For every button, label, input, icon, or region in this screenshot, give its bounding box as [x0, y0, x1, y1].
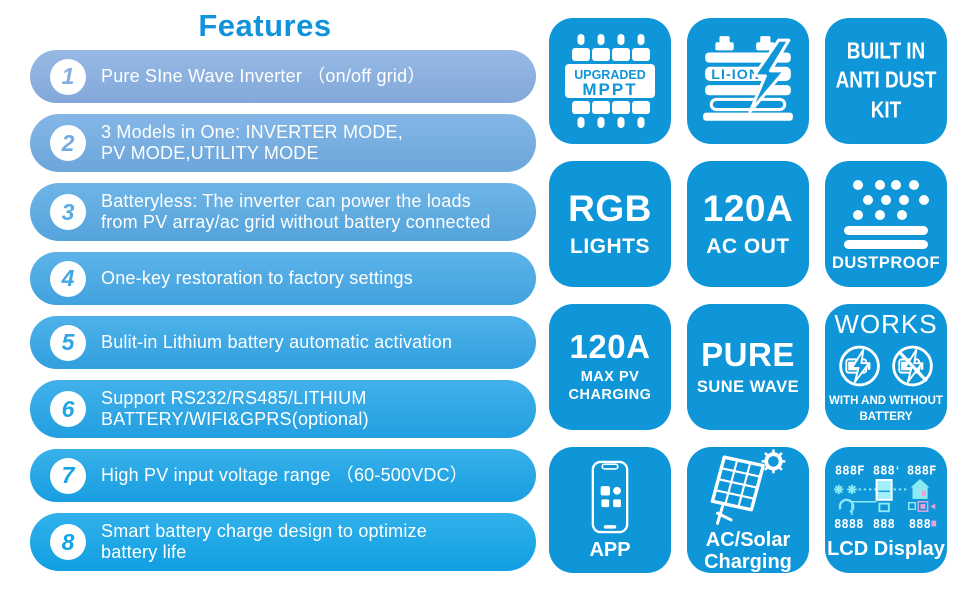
- tile-ac-solar-charging: AC/Solar Charging: [687, 447, 809, 573]
- feature-pill-4: 4 One-key restoration to factory setting…: [30, 252, 536, 305]
- tile-small-text: SUNE WAVE: [696, 378, 800, 397]
- feature-text: Smart battery charge design to optimize …: [101, 520, 427, 562]
- svg-text:888: 888: [873, 517, 895, 531]
- tile-small-text: MAX PV CHARGING: [568, 369, 652, 403]
- feature-text: High PV input voltage range （60-500VDC）: [101, 464, 468, 485]
- solar-panel-sun-icon: [710, 449, 786, 525]
- svg-text:UPGRADED: UPGRADED: [574, 68, 646, 82]
- feature-tile-grid: UPGRADED MPPT LI-ION BU: [549, 18, 947, 573]
- svg-text:MPPT: MPPT: [582, 80, 637, 99]
- feature-text: One-key restoration to factory settings: [101, 267, 413, 288]
- feature-pill-5: 5 Bulit-in Lithium battery automatic act…: [30, 316, 536, 369]
- svg-text:888F: 888F: [835, 463, 865, 477]
- mppt-chip-icon: UPGRADED MPPT: [565, 34, 655, 128]
- feature-pill-3: 3 Batteryless: The inverter can power th…: [30, 183, 536, 241]
- feature-text: 3 Models in One: INVERTER MODE, PV MODE,…: [101, 121, 403, 163]
- tile-anti-dust-kit: BUILT IN ANTI DUST KIT: [825, 18, 947, 144]
- feature-pill-7: 7 High PV input voltage range （60-500VDC…: [30, 449, 536, 502]
- svg-text:LI-ION: LI-ION: [711, 67, 760, 83]
- tile-upgraded-mppt: UPGRADED MPPT: [549, 18, 671, 144]
- tile-small-text: AC OUT: [706, 234, 790, 258]
- tile-120a-ac-out: 120A AC OUT: [687, 161, 809, 287]
- page-title: Features: [198, 8, 332, 43]
- tile-big-text: RGB: [568, 188, 652, 230]
- tile-label: LCD Display: [827, 538, 945, 560]
- feature-number-badge: 5: [50, 324, 86, 361]
- feature-number-badge: 2: [50, 125, 86, 161]
- with-without-battery-icon: [839, 345, 933, 387]
- lcd-display-graphic: 888F 888 ↓ 888F: [834, 463, 937, 531]
- tile-big-text: 120A: [702, 188, 794, 230]
- svg-text:8888: 8888: [834, 517, 864, 531]
- dustproof-icon: [844, 179, 929, 249]
- tile-li-ion: LI-ION: [687, 18, 809, 144]
- feature-number-badge: 3: [50, 194, 86, 230]
- feature-text: Batteryless: The inverter can power the …: [101, 190, 491, 232]
- tile-label: AC/Solar Charging: [704, 529, 792, 573]
- svg-text:↓: ↓: [895, 464, 899, 472]
- tile-works-text: WORKS: [834, 308, 938, 339]
- feature-list: 1 Pure SIne Wave Inverter （on/off grid） …: [30, 50, 536, 571]
- tile-label: DUSTPROOF: [831, 253, 941, 272]
- tile-120a-max-pv: 120A MAX PV CHARGING: [549, 304, 671, 430]
- tile-works-caption: WITH AND WITHOUT BATTERY: [829, 394, 943, 423]
- feature-number-badge: 4: [50, 260, 86, 297]
- tile-works-battery: WORKS WITH AND WITHOUT: [825, 304, 947, 430]
- anti-dust-text: BUILT IN ANTI DUST KIT: [835, 38, 937, 123]
- svg-text:888: 888: [909, 517, 931, 531]
- feature-text: Support RS232/RS485/LITHIUM BATTERY/WIFI…: [101, 387, 369, 429]
- tile-big-text: 120A: [569, 327, 651, 365]
- feature-pill-6: 6 Support RS232/RS485/LITHIUM BATTERY/WI…: [30, 380, 536, 438]
- tile-app: APP: [549, 447, 671, 573]
- phone-app-icon: [591, 460, 629, 534]
- feature-number-badge: 7: [50, 457, 86, 494]
- svg-text:888F: 888F: [907, 463, 937, 477]
- feature-pill-8: 8 Smart battery charge design to optimiz…: [30, 513, 536, 571]
- tile-dustproof: DUSTPROOF: [825, 161, 947, 287]
- feature-text: Pure SIne Wave Inverter （on/off grid）: [101, 65, 426, 86]
- feature-number-badge: 6: [50, 391, 86, 427]
- feature-pill-2: 2 3 Models in One: INVERTER MODE, PV MOD…: [30, 114, 536, 172]
- li-ion-battery-icon: LI-ION: [703, 36, 793, 121]
- tile-small-text: LIGHTS: [570, 234, 650, 258]
- feature-text: Bulit-in Lithium battery automatic activ…: [101, 331, 453, 352]
- feature-number-badge: 8: [50, 524, 86, 560]
- tile-rgb-lights: RGB LIGHTS: [549, 161, 671, 287]
- feature-pill-1: 1 Pure SIne Wave Inverter （on/off grid）: [30, 50, 536, 103]
- tile-big-text: PURE: [701, 335, 795, 373]
- feature-number-badge: 1: [50, 58, 86, 95]
- tile-label: APP: [589, 539, 631, 561]
- tile-pure-sune-wave: PURE SUNE WAVE: [687, 304, 809, 430]
- tile-lcd-display: 888F 888 ↓ 888F: [825, 447, 947, 573]
- svg-text:888: 888: [873, 463, 895, 477]
